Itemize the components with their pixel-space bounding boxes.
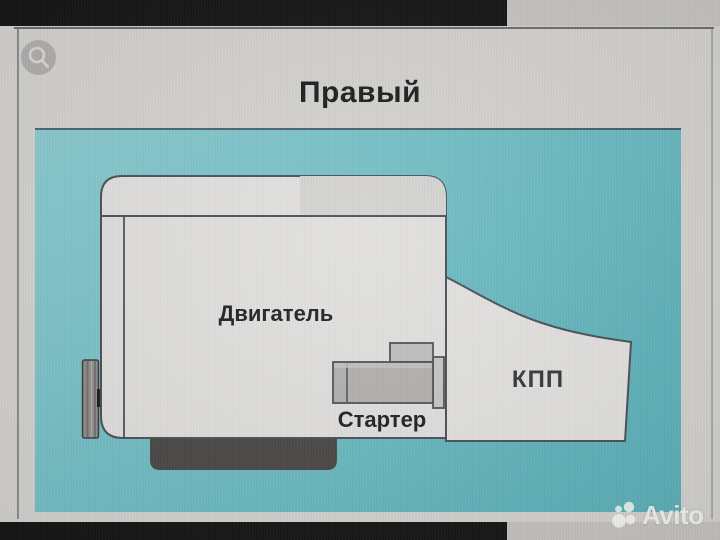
letterbox-top: [0, 0, 507, 26]
magnifier-icon: [28, 46, 49, 68]
screen-frame-top-line: [14, 27, 714, 29]
letterbox-bottom: [0, 522, 507, 540]
starter-flange: [432, 356, 445, 409]
screen-frame-left-line: [17, 29, 19, 519]
watermark-text: Avito: [642, 499, 704, 530]
top-right-strip: [507, 0, 720, 26]
starter-body: [332, 361, 434, 404]
oil-pan: [150, 436, 337, 470]
gearbox-housing: [445, 275, 633, 442]
screen-frame-right-line: [711, 29, 713, 519]
starter-solenoid: [389, 342, 434, 363]
valve-cover-shading: [300, 176, 446, 216]
zoom-button[interactable]: [21, 40, 56, 75]
label-gearbox: КПП: [511, 366, 565, 393]
label-starter: Стартер: [337, 407, 427, 432]
avito-logo-icon: [612, 501, 636, 528]
avito-watermark: Avito: [610, 496, 720, 534]
page-title: Правый: [298, 76, 422, 109]
bottom-right-strip: [507, 522, 720, 540]
label-engine: Двигатель: [218, 301, 334, 326]
starter-motor: [332, 342, 445, 409]
